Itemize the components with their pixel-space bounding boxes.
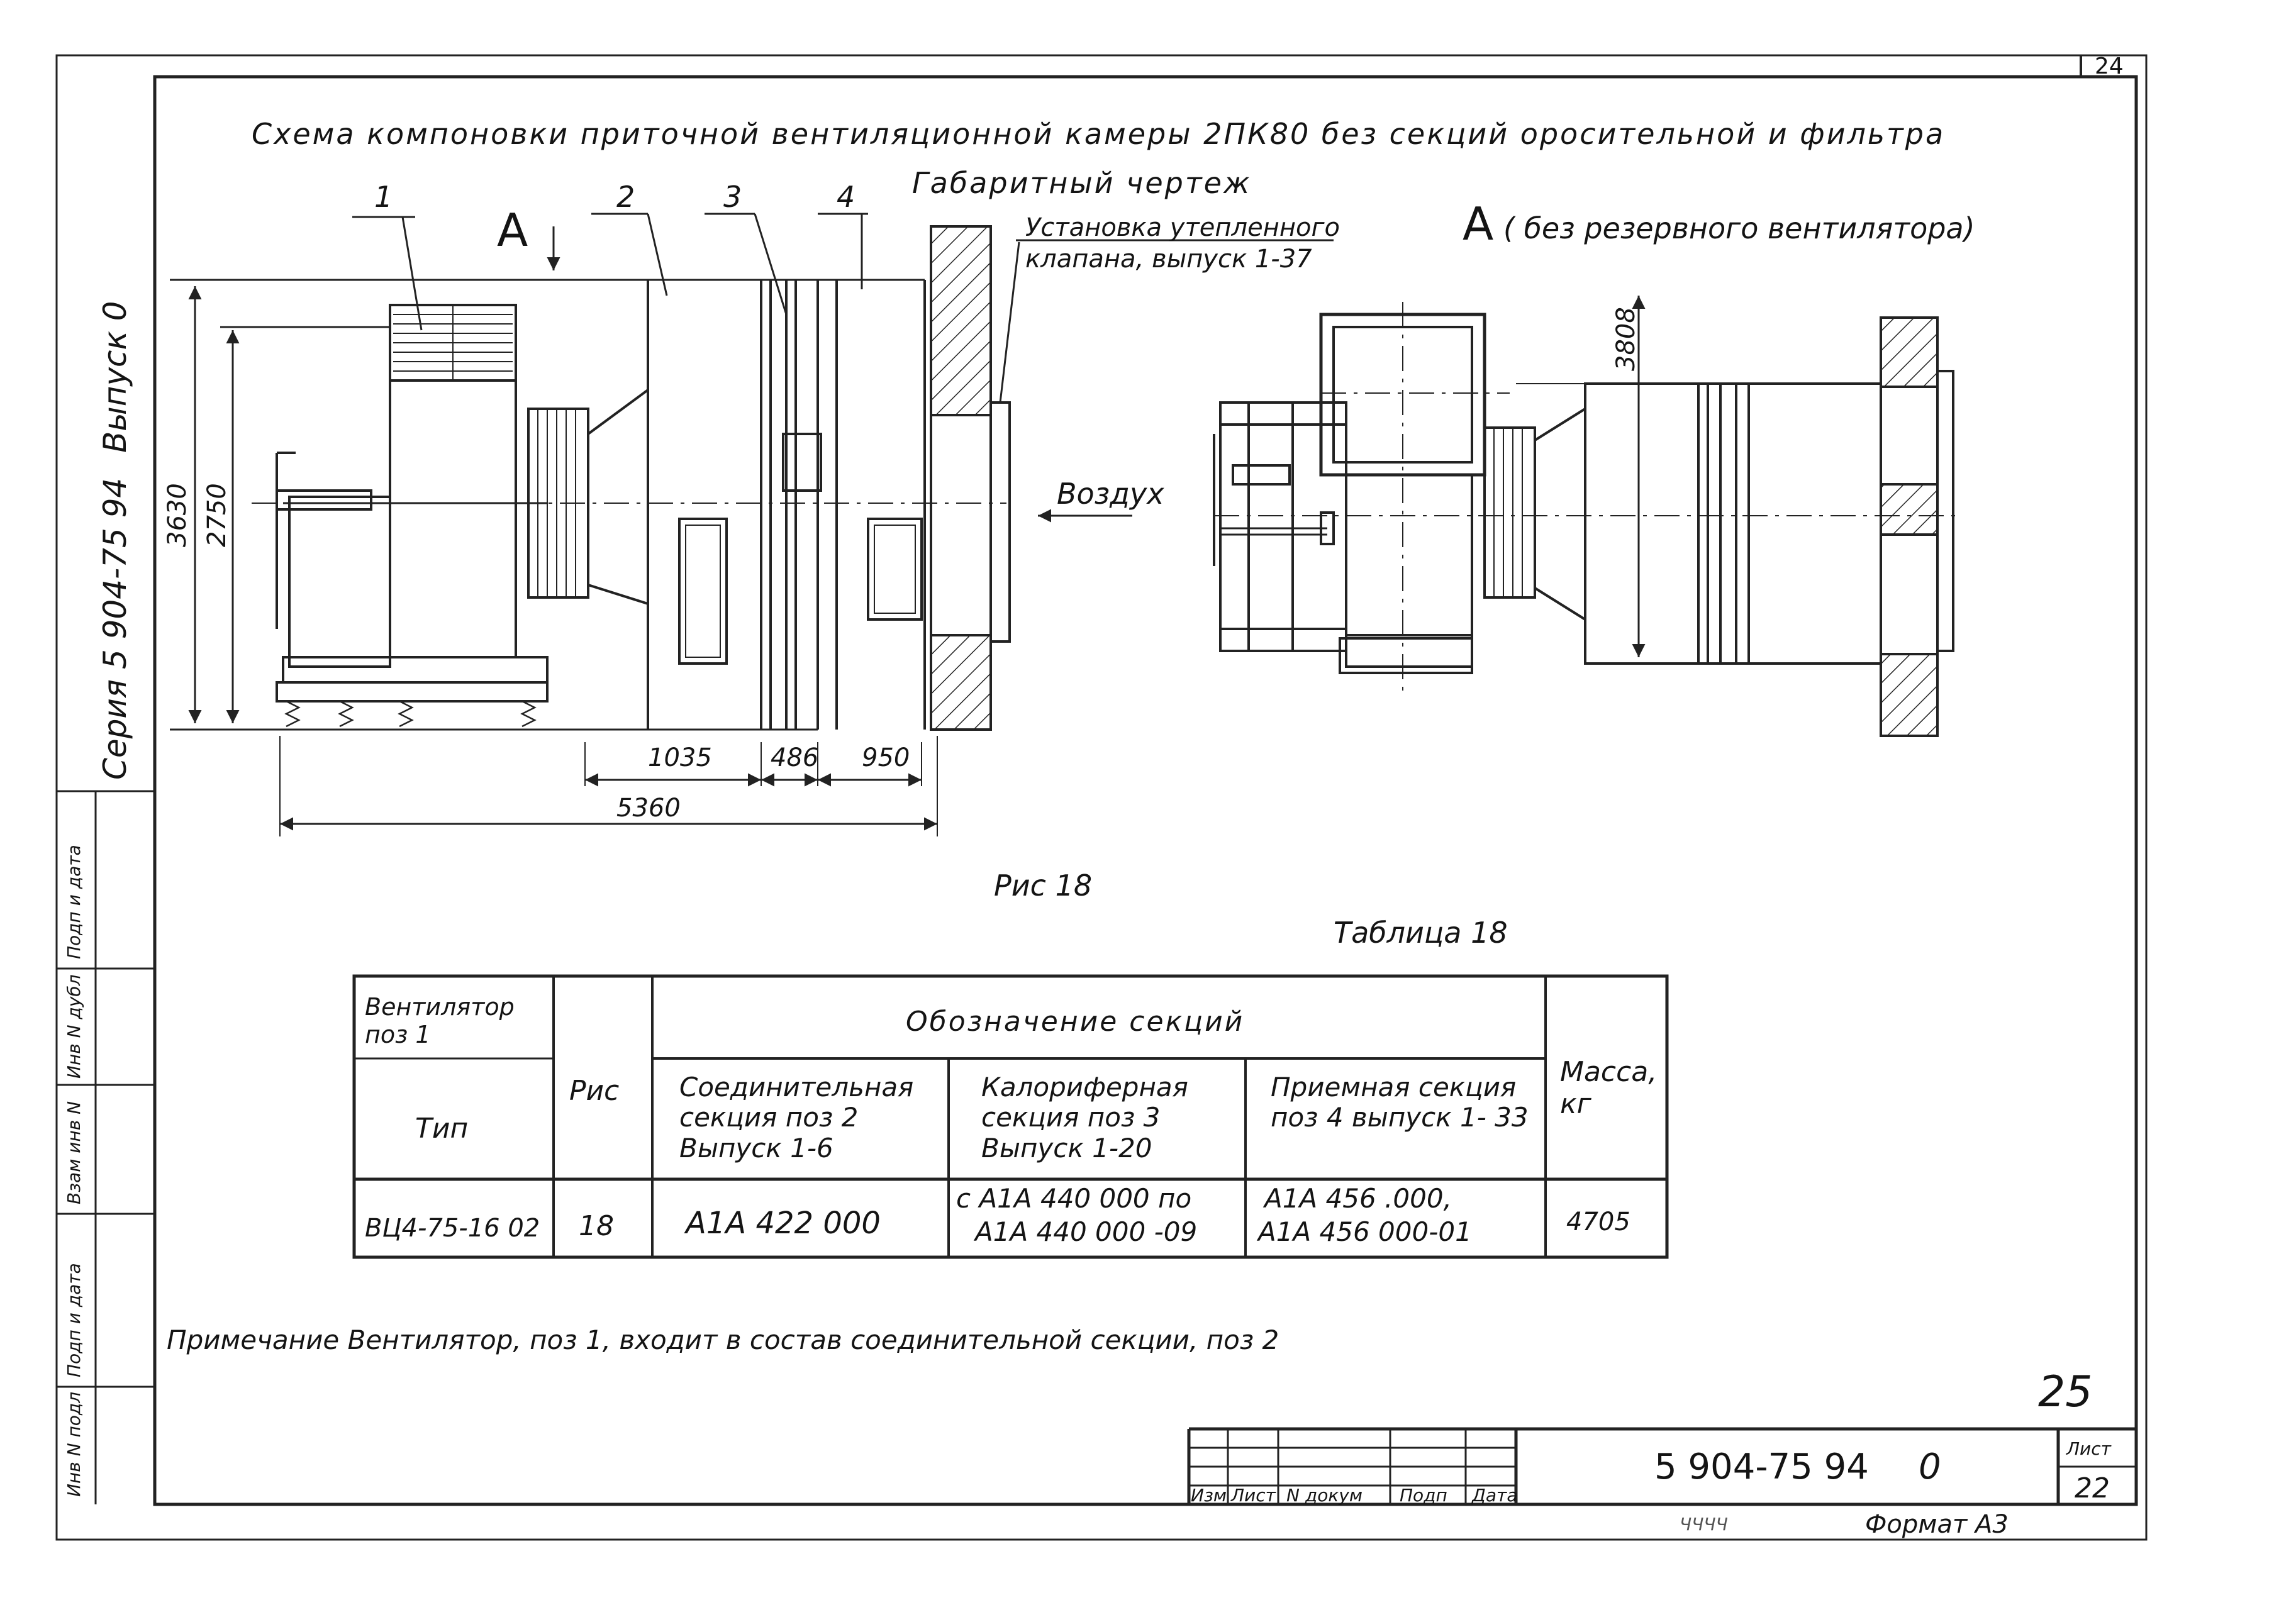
strip-label-2: Подп и дата — [64, 1263, 84, 1377]
strip-label-4: Инв N дубл — [64, 974, 84, 1079]
dim-950: 950 — [862, 743, 910, 772]
table-cell-mass: 4705 — [1566, 1208, 1630, 1236]
drawing-subtitle: Габаритный чертеж — [912, 166, 1252, 200]
view-a — [1213, 296, 1963, 737]
table-header-group: Обозначение секций — [906, 1006, 1245, 1038]
view-a-note: ( без резервного вентилятора) — [1503, 211, 1975, 245]
section-view — [170, 213, 1334, 836]
table-header-s2: Соединительная секция поз 2 Выпуск 1-6 — [679, 1072, 914, 1163]
table-caption: Таблица 18 — [1334, 916, 1508, 950]
dim-2750: 2750 — [203, 483, 231, 547]
tb-stamp-marks: ЧЧЧЧ — [1680, 1514, 1728, 1535]
tb-header-izm: Изм — [1191, 1485, 1227, 1506]
callout-line-1: Установка утепленного — [1025, 213, 1340, 242]
table-cell-fig: 18 — [579, 1210, 614, 1242]
tb-doc-number: 5 904-75 94 — [1654, 1447, 1869, 1487]
table-grid — [352, 974, 1669, 1259]
strip-label-3: Взам инв N — [64, 1101, 84, 1204]
dim-5360: 5360 — [616, 794, 681, 823]
view-a-label: A — [1463, 197, 1494, 250]
dim-486: 486 — [771, 743, 819, 772]
table-header-type: Тип — [415, 1113, 469, 1145]
sheet-number-top: 24 — [2095, 53, 2124, 79]
strip-label-1: Инв N подл — [64, 1391, 84, 1497]
dim-1035: 1035 — [648, 743, 712, 772]
title-block-lines — [1187, 1427, 2136, 1504]
tb-issue: 0 — [1919, 1447, 1941, 1487]
table-cell-s4-l2: А1А 456 000-01 — [1258, 1216, 1472, 1247]
tb-sheet-value: 22 — [2075, 1472, 2110, 1504]
table-cell-fan: ВЦ4-75-16 02 — [365, 1214, 540, 1243]
tb-header-list: Лист — [1231, 1485, 1276, 1506]
figure-caption: Рис 18 — [994, 869, 1093, 902]
table-cell-s3-l2: А1А 440 000 -09 — [975, 1216, 1198, 1247]
position-4: 4 — [837, 180, 855, 214]
callout-line-2: клапана, выпуск 1-37 — [1025, 245, 1312, 274]
position-2: 2 — [616, 180, 635, 214]
position-3: 3 — [723, 180, 742, 214]
table-header-s4: Приемная секция поз 4 выпуск 1- 33 — [1271, 1072, 1529, 1133]
tb-header-podp: Подп — [1400, 1485, 1447, 1506]
drawing-title: Схема компоновки приточной вентиляционно… — [252, 117, 1946, 151]
outer-frame — [55, 54, 2148, 1541]
view-marker-a: A — [497, 204, 528, 257]
table-header-fan: Вентилятор поз 1 — [365, 993, 515, 1048]
tb-header-doc: N докум — [1286, 1485, 1363, 1506]
table-cell-s2: А1А 422 000 — [686, 1206, 881, 1241]
side-issue-label: Выпуск 0 — [97, 301, 133, 453]
tb-header-data: Дата — [1472, 1485, 1518, 1506]
air-label: Воздух — [1057, 477, 1164, 511]
inner-frame — [153, 75, 2138, 1506]
tb-sheet-label: Лист — [2066, 1438, 2111, 1459]
page-number-hand: 25 — [2038, 1367, 2093, 1417]
table-header-fig: Рис — [569, 1075, 620, 1107]
table-header-mass: Масса, кг — [1560, 1056, 1658, 1120]
dim-3808: 3808 — [1612, 307, 1641, 371]
note-text: Примечание Вентилятор, поз 1, входит в с… — [167, 1325, 1279, 1355]
table-cell-s4-l1: А1А 456 .000, — [1264, 1183, 1452, 1214]
table-header-s3: Калориферная секция поз 3 Выпуск 1-20 — [981, 1072, 1188, 1163]
position-1: 1 — [374, 180, 393, 214]
tb-format: Формат А3 — [1865, 1510, 2009, 1539]
side-series-label: Серия 5 904-75 94 — [97, 477, 133, 780]
strip-label-5: Подп и дата — [64, 845, 84, 959]
dim-3630: 3630 — [163, 483, 192, 547]
table-cell-s3-l1: с А1А 440 000 по — [956, 1183, 1192, 1214]
